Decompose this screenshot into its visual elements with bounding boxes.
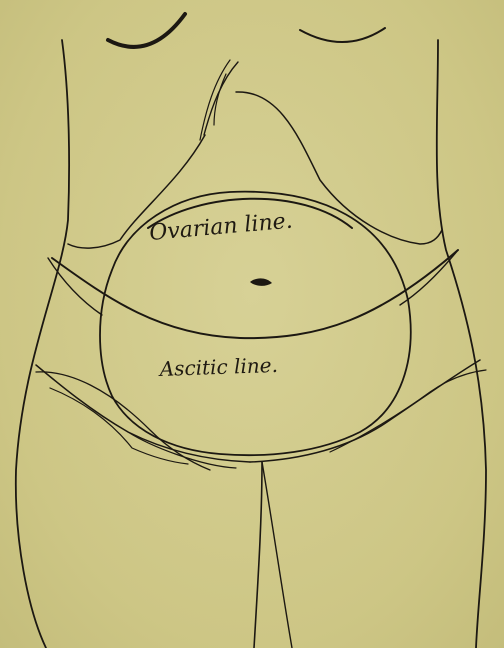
left-inguinal-curve — [36, 365, 250, 462]
left-inner-thigh — [254, 462, 262, 648]
navel — [250, 278, 272, 286]
sternum-fold-left — [204, 62, 238, 135]
left-torso-contour — [16, 40, 69, 648]
left-lower-fold — [128, 432, 236, 468]
left-breast-curve — [108, 14, 185, 47]
right-torso-contour — [437, 40, 486, 648]
right-inguinal-curve-2 — [330, 370, 486, 452]
ovarian-line-label: Ovarian line. — [148, 209, 293, 246]
right-inner-thigh — [262, 462, 292, 648]
ascitic-line — [52, 250, 458, 338]
ascitic-line-label: Ascitic line. — [157, 353, 278, 381]
right-breast-curve — [300, 28, 385, 42]
right-inguinal-curve — [250, 360, 480, 462]
